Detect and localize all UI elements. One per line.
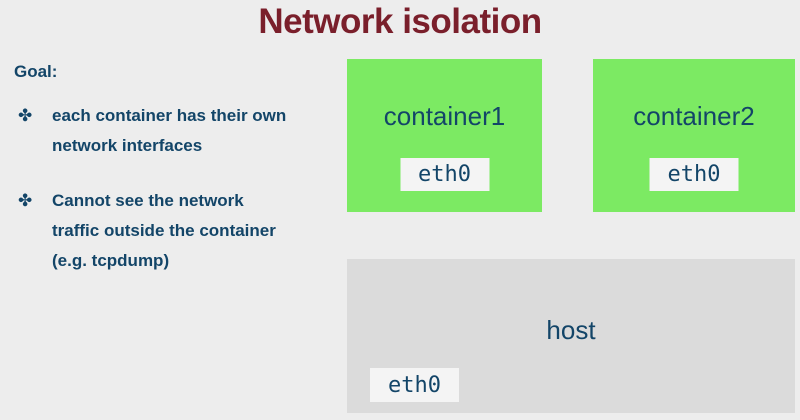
page-title: Network isolation	[258, 2, 542, 41]
goal-bullet-text-1: each container has their own network int…	[52, 106, 287, 155]
quatrefoil-bullet-icon: ✤	[18, 191, 33, 210]
container1-label: container1	[383, 101, 506, 131]
container1-box: container1 eth0	[347, 59, 542, 212]
container2-box: container2 eth0	[593, 59, 795, 212]
goal-bullet-item-2: ✤ Cannot see the network traffic outside…	[18, 186, 276, 276]
goal-bullet-text-2: Cannot see the network traffic outside t…	[52, 191, 276, 270]
goal-heading: Goal:	[14, 62, 58, 81]
host-label: host	[546, 315, 596, 345]
container1-eth0-interface-chip: eth0	[400, 158, 489, 191]
goal-bullet-item-1: ✤ each container has their own network i…	[18, 101, 286, 161]
container2-label: container2	[633, 101, 755, 131]
host-box: host eth0	[347, 259, 795, 413]
container2-eth0-interface-chip: eth0	[649, 158, 739, 191]
quatrefoil-bullet-icon: ✤	[18, 106, 33, 125]
host-eth0-interface-chip: eth0	[370, 368, 459, 402]
